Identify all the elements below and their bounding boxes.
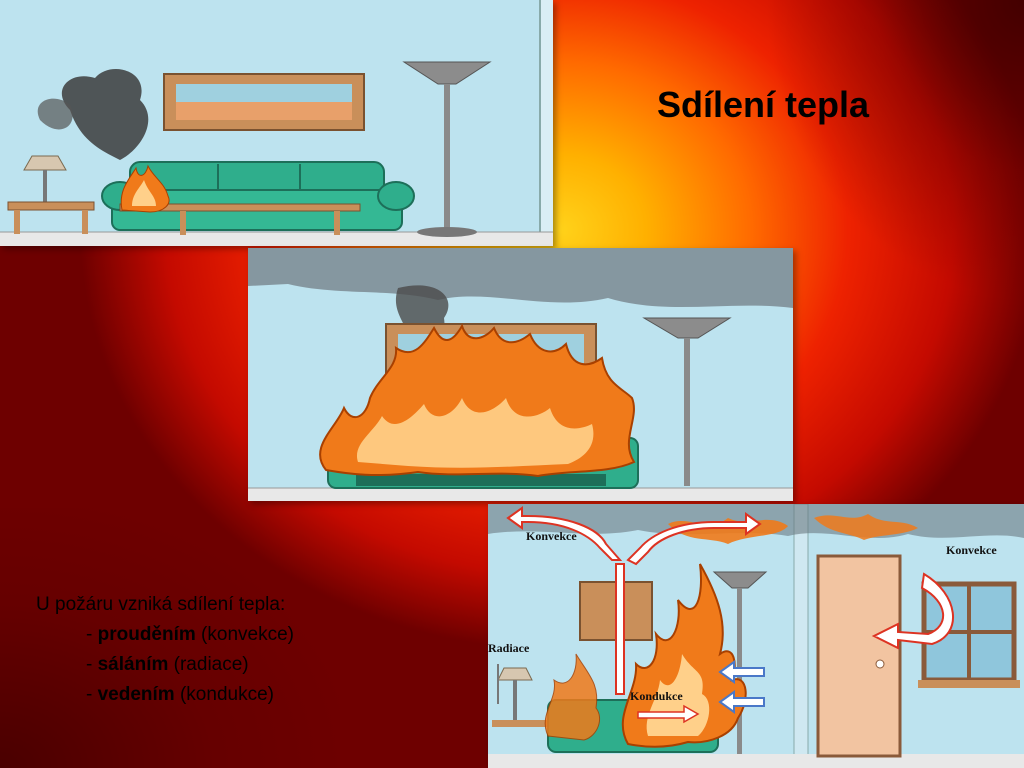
background-shade-top-right [764,0,1024,300]
slide-title: Sdílení tepla [657,84,870,125]
radiation-arrows [497,660,765,714]
illustration-fire-start [0,0,553,246]
heat-transfer-text: U požáru vzniká sdílení tepla: - prouděn… [36,590,466,710]
intro-line: U požáru vzniká sdílení tepla: [36,594,286,615]
item-radiace: - sáláním (radiace) [86,654,249,675]
label-kondukce: Kondukce [630,689,683,703]
illustration-heat-transfer: Konvekce Konvekce Radiace Kondukce [488,504,1024,768]
illustration-fire-spread [248,248,793,501]
label-radiace: Radiace [488,641,530,655]
item-kondukce: - vedením (kondukce) [86,684,274,705]
label-konvekce-right: Konvekce [946,543,997,557]
convection-arrows [506,506,955,695]
label-konvekce-left: Konvekce [526,529,577,543]
item-konvekce: - prouděním (konvekce) [86,624,294,645]
background-shade-bottom-left [0,508,340,768]
